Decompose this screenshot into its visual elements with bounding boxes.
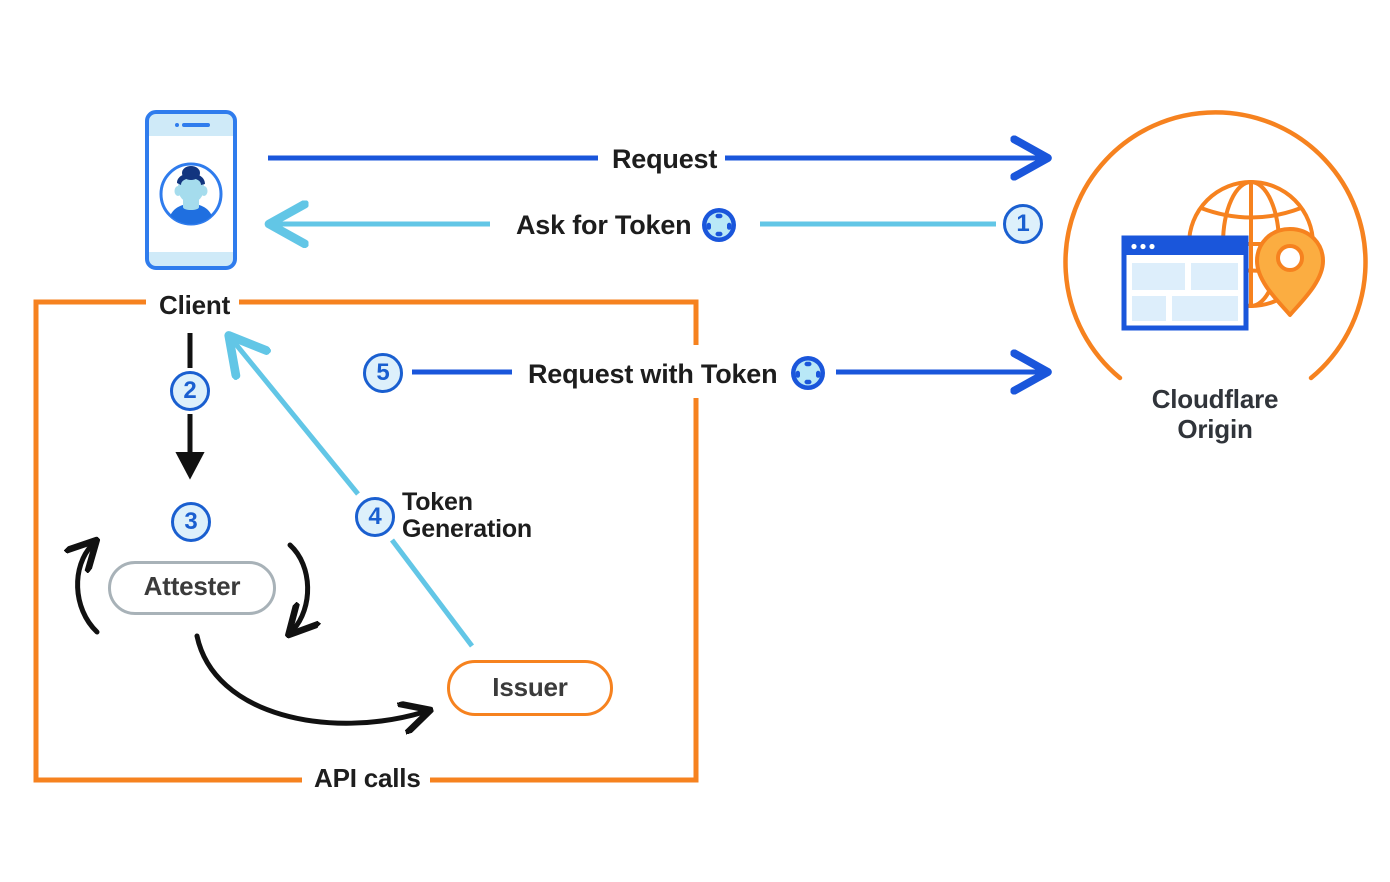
flow-token-generation-line	[230, 337, 474, 648]
step-badge-2[interactable]: 2	[170, 371, 210, 411]
boundary-label-client: Client	[150, 290, 240, 321]
cloudflare-origin-label-line1: Cloudflare	[1151, 384, 1279, 414]
cloudflare-origin-circle	[1063, 110, 1368, 381]
step-badge-1[interactable]: 1	[1003, 204, 1043, 244]
privacy-pass-token-icon	[700, 206, 738, 244]
cloudflare-origin-label-line2: Origin	[1177, 414, 1253, 445]
step-badge-3[interactable]: 3	[171, 502, 211, 542]
flow-attester-to-issuer-arrow	[194, 633, 424, 723]
step-badge-5[interactable]: 5	[363, 353, 403, 393]
browser-window-icon	[1121, 235, 1249, 331]
mobile-phone-icon	[145, 110, 237, 270]
token-generation-line1: Token	[402, 488, 473, 516]
step-badge-4[interactable]: 4	[355, 497, 395, 537]
node-issuer[interactable]	[447, 660, 613, 716]
token-generation-line2: Generation	[402, 515, 532, 543]
boundary-label-api-calls: API calls	[305, 763, 430, 794]
phone-camera-dot	[175, 123, 179, 127]
node-attester[interactable]	[108, 561, 276, 615]
issuer-label: Issuer	[492, 672, 568, 702]
avatar-icon	[158, 161, 224, 227]
flow-attestation-loop	[78, 545, 308, 632]
phone-screen	[149, 136, 233, 252]
phone-speaker-bar	[182, 123, 210, 127]
flow-label-request: Request	[604, 144, 726, 175]
flow-label-ask-for-token: Ask for Token	[508, 210, 700, 241]
privacy-pass-token-icon	[789, 354, 827, 392]
attester-label: Attester	[143, 571, 241, 601]
client-boundary-box	[33, 299, 699, 783]
flow-label-request-with-token: Request with Token	[520, 359, 786, 390]
location-pin-icon	[1255, 227, 1325, 317]
